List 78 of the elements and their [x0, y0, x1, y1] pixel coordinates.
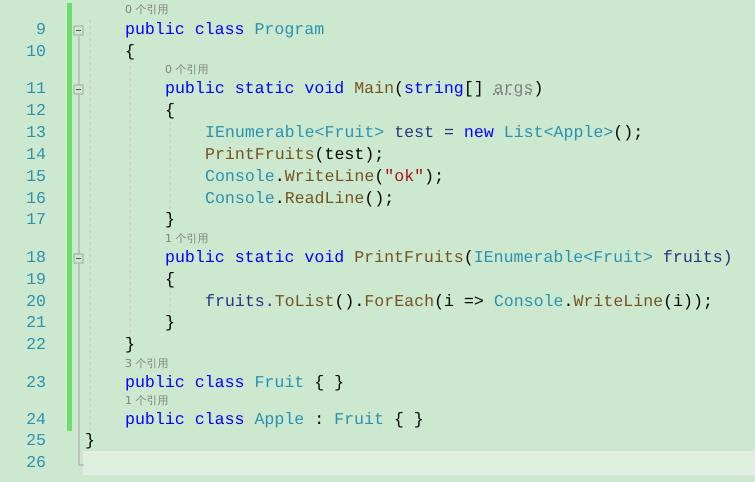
- code-keyword: public class: [125, 373, 244, 393]
- code-punctuation: { }: [314, 373, 344, 393]
- code-type-name: Fruit: [254, 373, 304, 393]
- code-type-name: Console: [494, 292, 564, 312]
- code-identifier: test =: [394, 123, 454, 143]
- code-keyword: public class: [125, 410, 244, 430]
- code-punctuation: .: [564, 292, 574, 312]
- code-method-name: ReadLine: [284, 189, 364, 209]
- code-punctuation: { }: [394, 410, 424, 430]
- code-type-name: List<Apple>: [504, 123, 614, 143]
- reference-count: 1 个引用: [165, 232, 208, 246]
- code-punctuation: .: [274, 189, 285, 209]
- code-type-name: Apple: [254, 410, 304, 430]
- line-number: 17: [25, 210, 46, 230]
- code-punctuation: (test);: [314, 145, 384, 165]
- code-method-name: WriteLine: [284, 167, 374, 187]
- reference-count: 3 个引用: [125, 357, 168, 371]
- code-identifier: fruits.: [205, 292, 275, 312]
- line-number: 10: [25, 42, 46, 62]
- line-number: 12: [25, 101, 46, 121]
- code-type-name: IEnumerable<Fruit>: [474, 248, 653, 268]
- code-punctuation: (i =>: [434, 292, 484, 312]
- code-identifier: fruits): [662, 248, 733, 268]
- code-method-name: Main: [354, 79, 394, 99]
- code-punctuation: );: [424, 167, 444, 187]
- code-string: "ok": [384, 167, 424, 187]
- code-keyword: public static void: [165, 79, 344, 99]
- line-number: 20: [25, 292, 46, 312]
- code-punctuation: {: [165, 270, 175, 290]
- code-punctuation: (: [394, 79, 404, 99]
- code-method-name: PrintFruits: [205, 145, 315, 165]
- line-number: 16: [25, 189, 46, 209]
- code-punctuation: }: [85, 431, 95, 451]
- line-number: 13: [25, 123, 46, 143]
- code-punctuation: }: [165, 313, 175, 333]
- code-type-name: IEnumerable<Fruit>: [205, 123, 384, 143]
- line-number: 25: [25, 431, 46, 451]
- line-number: 21: [25, 313, 46, 333]
- reference-count: 1 个引用: [125, 394, 168, 408]
- code-method-name: ToList: [274, 292, 334, 312]
- code-punctuation: ): [533, 79, 544, 99]
- code-punctuation: (i));: [663, 292, 713, 312]
- code-keyword: new: [464, 123, 494, 143]
- line-number: 24: [25, 410, 46, 430]
- line-number: 9: [35, 20, 46, 40]
- line-number: 15: [25, 167, 46, 187]
- code-type-name: Console: [205, 167, 275, 187]
- reference-count: 0 个引用: [125, 3, 168, 17]
- code-punctuation: ();: [364, 189, 394, 209]
- code-punctuation: .: [274, 167, 285, 187]
- code-method-name: PrintFruits: [354, 248, 464, 268]
- line-number: 18: [25, 248, 46, 268]
- line-number: 23: [25, 373, 46, 393]
- code-type-name: Fruit: [334, 410, 384, 430]
- reference-count: 0 个引用: [165, 63, 208, 77]
- code-method-name: WriteLine: [574, 292, 664, 312]
- code-type-name: Program: [254, 20, 324, 40]
- code-punctuation: ();: [613, 123, 644, 143]
- code-punctuation: :: [314, 410, 324, 430]
- line-number: 26: [25, 453, 46, 473]
- code-punctuation: {: [125, 42, 135, 62]
- code-keyword: string: [404, 79, 464, 99]
- code-punctuation: {: [165, 101, 175, 121]
- line-number: 11: [25, 79, 46, 99]
- code-keyword: public class: [125, 20, 244, 40]
- code-type-name: Console: [205, 189, 275, 209]
- code-punctuation: ().: [334, 292, 364, 312]
- code-punctuation: }: [165, 210, 175, 230]
- code-punctuation: (: [374, 167, 384, 187]
- code-method-name: ForEach: [364, 292, 434, 312]
- line-number: 14: [25, 145, 46, 165]
- code-punctuation: (: [464, 248, 474, 268]
- code-punctuation: []: [464, 79, 484, 99]
- code-punctuation: }: [125, 335, 135, 355]
- code-keyword: public static void: [165, 248, 344, 268]
- line-number: 22: [25, 335, 46, 355]
- line-number: 19: [25, 270, 46, 290]
- code-parameter: args: [494, 79, 534, 99]
